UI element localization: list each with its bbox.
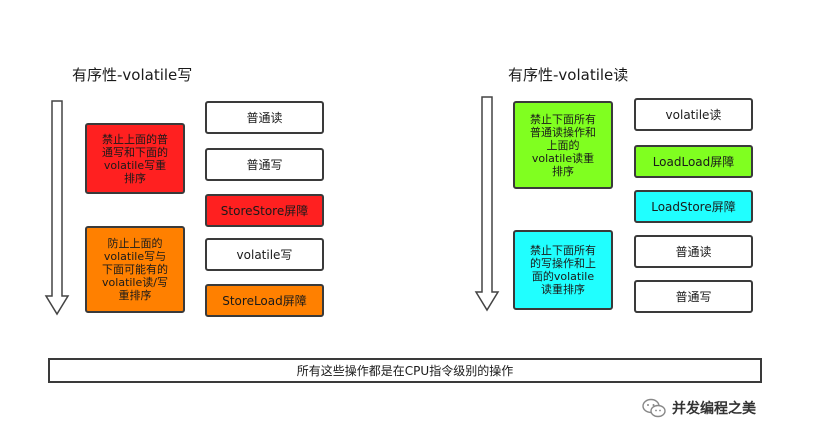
watermark-text: 并发编程之美: [672, 401, 756, 417]
left-step-normal-read: 普通读: [205, 101, 324, 134]
right-note-2: 禁止下面所有 的写操作和上 面的volatile 读重排序: [513, 230, 613, 310]
right-title: 有序性-volatile读: [508, 66, 629, 84]
right-step-loadload-barrier: LoadLoad屏障: [634, 145, 753, 178]
right-note-1: 禁止下面所有 普通读操作和 上面的 volatile读重 排序: [513, 101, 613, 189]
right-step-normal-read: 普通读: [634, 235, 753, 268]
left-note-2: 防止上面的 volatile写与 下面可能有的 volatile读/写 重排序: [85, 226, 185, 313]
right-step-volatile-read: volatile读: [634, 98, 753, 131]
footer-note: 所有这些操作都是在CPU指令级别的操作: [48, 358, 762, 383]
right-step-loadstore-barrier: LoadStore屏障: [634, 190, 753, 223]
right-step-normal-write: 普通写: [634, 280, 753, 313]
left-step-storestore-barrier: StoreStore屏障: [205, 194, 324, 227]
left-step-normal-write: 普通写: [205, 148, 324, 181]
left-title: 有序性-volatile写: [72, 66, 193, 84]
left-note-1: 禁止上面的普 通写和下面的 volatile写重 排序: [85, 123, 185, 194]
right-down-arrow: [474, 96, 500, 312]
left-step-volatile-write: volatile写: [205, 238, 324, 271]
left-step-storeload-barrier: StoreLoad屏障: [205, 284, 324, 317]
watermark: 并发编程之美: [642, 398, 756, 418]
left-down-arrow: [44, 100, 70, 316]
wechat-icon: [642, 398, 666, 418]
